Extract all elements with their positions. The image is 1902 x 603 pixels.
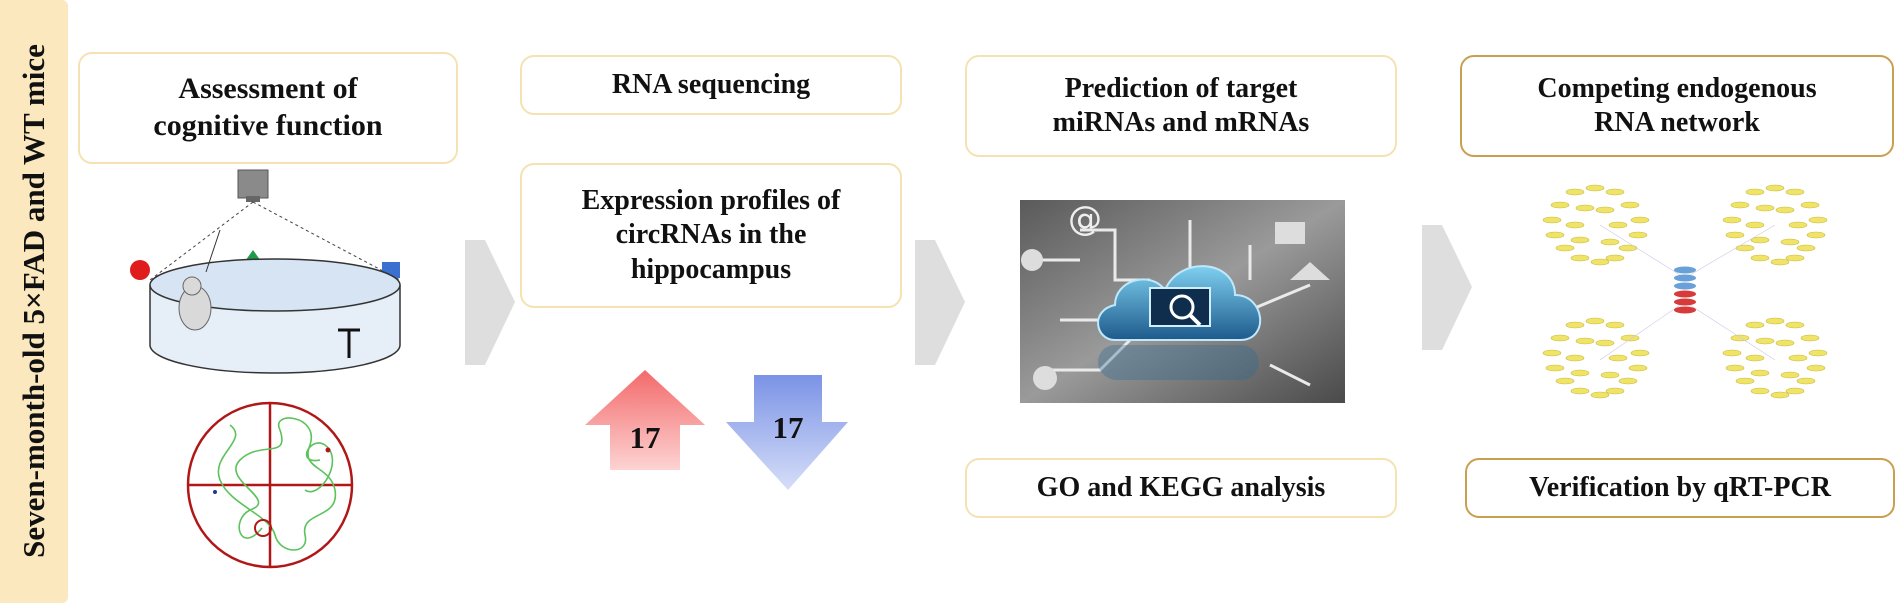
globe-icon (1021, 249, 1043, 271)
step-label-expression: Expression profiles of circRNAs in the h… (581, 185, 841, 285)
downregulated-arrow-icon (726, 375, 848, 490)
step-box-cerna-network: Competing endogenous RNA network (1460, 55, 1894, 157)
step-box-go-kegg: GO and KEGG analysis (965, 458, 1397, 518)
gear-icon (1033, 366, 1057, 390)
step-box-cognitive: Assessment of cognitive function (78, 52, 458, 164)
network-cluster-bottom-right (1722, 317, 1828, 399)
sitemap-icon (1275, 222, 1305, 244)
downregulated-count: 17 (773, 410, 804, 445)
flow-chevron-3 (1422, 225, 1472, 350)
flow-chevron-1 (465, 240, 515, 365)
flow-chevron-2 (915, 240, 965, 365)
step-label-qrtpcr: Verification by qRT-PCR (1529, 471, 1831, 503)
cerna-network-illustration (1542, 184, 1828, 399)
water-maze-illustration (130, 169, 401, 569)
step-box-qrtpcr: Verification by qRT-PCR (1465, 458, 1895, 518)
side-label: Seven-month-old 5×FAD and WT mice (16, 44, 51, 558)
expression-count-arrows: 17 17 (585, 370, 848, 490)
step-label-cognitive: Assessment of cognitive function (153, 72, 383, 142)
swim-path-map (186, 401, 354, 569)
network-hub-nodes (1674, 266, 1696, 314)
step-box-prediction: Prediction of target miRNAs and mRNAs (965, 55, 1397, 157)
monitor-icon (1149, 287, 1211, 327)
network-cluster-bottom-left (1542, 317, 1650, 399)
upregulated-arrow-icon (585, 370, 705, 470)
circle-cue-icon (130, 260, 150, 280)
step-label-go-kegg: GO and KEGG analysis (1036, 471, 1326, 503)
step-label-cerna-network: Competing endogenous RNA network (1537, 72, 1817, 138)
step-label-rna-sequencing: RNA sequencing (611, 68, 811, 100)
magnifier-icon (1169, 294, 1195, 320)
side-label-bar (0, 0, 68, 603)
upregulated-count: 17 (630, 420, 661, 455)
cloud-network-illustration: @ (1020, 200, 1345, 403)
home-icon (1290, 262, 1330, 280)
network-cluster-top-right (1722, 184, 1828, 266)
step-label-prediction: Prediction of target miRNAs and mRNAs (1052, 72, 1310, 138)
step-box-rna-sequencing: RNA sequencing (520, 55, 902, 115)
network-cluster-top-left (1542, 184, 1650, 266)
camera-icon (237, 169, 269, 199)
step-box-expression: Expression profiles of circRNAs in the h… (520, 163, 902, 308)
svg-text:@: @ (1068, 200, 1102, 239)
